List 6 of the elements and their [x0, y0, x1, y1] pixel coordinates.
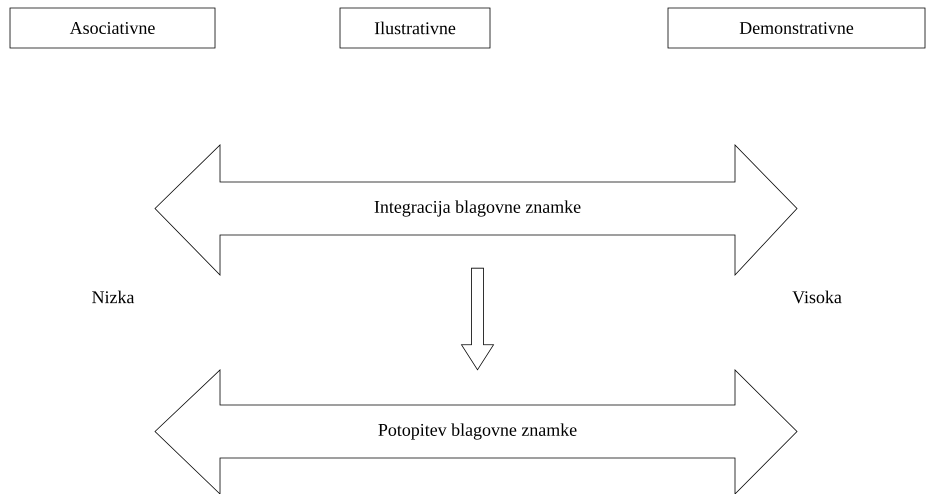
category-box: Asociativne [10, 8, 216, 48]
scale-label: Nizka [92, 290, 134, 304]
scale-label: Visoka [792, 290, 842, 304]
category-box: Ilustrativne [340, 8, 490, 48]
block-arrow [460, 268, 494, 371]
category-box: Demonstrativne [668, 8, 926, 48]
